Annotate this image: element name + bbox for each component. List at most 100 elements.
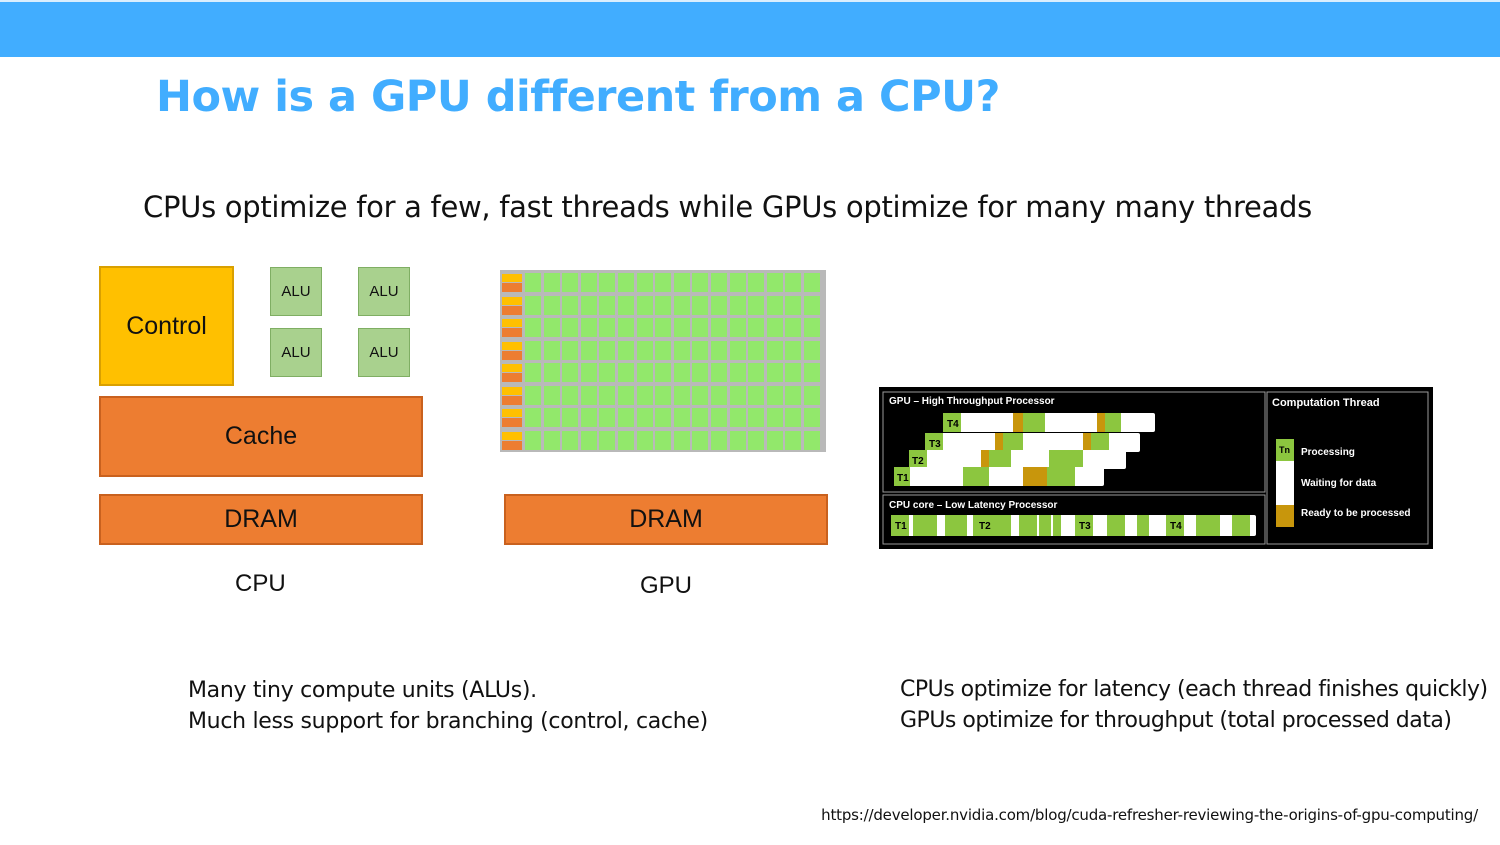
gpu-core-cell [748,318,765,337]
gpu-core-cell [766,273,783,292]
gpu-notes: Many tiny compute units (ALUs). Much les… [188,675,708,737]
cpu-thread-row: T1 T2 T3 T4 [891,515,1256,536]
gpu-core-cell [748,340,765,360]
gpu-core-cell [580,340,597,360]
gpu-core-cell [729,340,746,360]
gpu-core-grid [500,270,826,452]
gpu-core-cell [580,363,597,382]
gpu-core-cell [562,408,579,427]
gpu-core-cell [655,273,672,292]
gpu-core-cell [673,340,690,360]
gpu-core-cell [785,295,802,315]
gpu-core-cell [543,363,560,382]
gpu-core-cell [804,363,820,382]
gpu-core-cell [618,318,634,337]
gpu-core-cell [729,273,746,292]
gpu-thread-tag: T4 [947,419,959,430]
gpu-core-cell [804,273,820,292]
cpu-dram-block: DRAM [99,494,423,545]
gpu-core-cell [748,273,765,292]
gpu-core-cell [636,430,653,450]
gpu-core-cell [618,295,634,315]
gpu-core-cell [599,295,616,315]
thread-timing-svg: GPU – High Throughput Processor CPU core… [882,391,1429,545]
gpu-core-cell [636,340,653,360]
gpu-core-cell [785,318,802,337]
gpu-core-cell [525,340,541,360]
gpu-core-cell [599,273,616,292]
latency-note-line: CPUs optimize for latency (each thread f… [900,677,1488,702]
gpu-core-cell [580,385,597,405]
gpu-note-line: Many tiny compute units (ALUs). [188,678,537,703]
alu-label: ALU [281,283,311,300]
gpu-core-cell [692,385,709,405]
gpu-core-cell [748,408,765,427]
cpu-thread-tag: T4 [1170,521,1182,532]
gpu-core-cell [673,318,690,337]
gpu-core-cell [711,318,727,337]
alu-block: ALU [270,267,322,316]
gpu-core-cell [525,430,541,450]
gpu-core-cell [543,340,560,360]
gpu-core-cell [655,340,672,360]
legend: Tn Processing Waiting for data Ready to … [1276,439,1410,527]
alu-block: ALU [358,267,410,316]
gpu-core-cell [636,273,653,292]
gpu-core-cell [766,385,783,405]
gpu-core-cell [618,385,634,405]
gpu-core-cell [804,295,820,315]
gpu-core-cell [525,295,541,315]
gpu-core-cell [785,273,802,292]
gpu-core-cell [729,318,746,337]
latency-notes: CPUs optimize for latency (each thread f… [900,674,1488,736]
gpu-core-cell [525,385,541,405]
gpu-core-cell [562,385,579,405]
gpu-core-cell [804,340,820,360]
gpu-core-cell [655,408,672,427]
gpu-core-cell [729,430,746,450]
gpu-core-cell [562,363,579,382]
gpu-control-cell [502,364,522,372]
gpu-core-cell [748,385,765,405]
gpu-core-cell [766,430,783,450]
gpu-core-cell [618,273,634,292]
gpu-control-cell [502,341,522,350]
gpu-core-cell [804,385,820,405]
gpu-control-cell [502,319,522,327]
latency-note-line: GPUs optimize for throughput (total proc… [900,708,1452,733]
cpu-caption: CPU [235,570,286,597]
source-url: https://developer.nvidia.com/blog/cuda-r… [821,806,1478,824]
gpu-core-cell [692,430,709,450]
gpu-core-cell [711,363,727,382]
slide-subtitle: CPUs optimize for a few, fast threads wh… [143,190,1312,224]
gpu-core-cell [729,408,746,427]
gpu-core-cell [543,295,560,315]
gpu-thread-rows: T4 T3 T2 T1 [894,413,1155,486]
gpu-core-cell [543,273,560,292]
gpu-control-cell [502,386,522,395]
gpu-cache-cell [502,440,522,450]
gpu-core-cell [543,318,560,337]
gpu-core-cell [599,318,616,337]
gpu-core-cell [580,318,597,337]
gpu-core-cell [562,340,579,360]
gpu-core-cell [711,385,727,405]
gpu-core-cell [785,385,802,405]
gpu-core-cell [562,273,579,292]
alu-label: ALU [369,344,399,361]
legend-ready: Ready to be processed [1301,508,1410,519]
gpu-section-title: GPU – High Throughput Processor [889,396,1055,407]
gpu-core-cell [562,430,579,450]
gpu-core-cell [618,340,634,360]
cpu-thread-tag: T3 [1079,521,1091,532]
gpu-core-cell [711,340,727,360]
gpu-core-cell [636,408,653,427]
alu-label: ALU [281,344,311,361]
gpu-control-cell [502,274,522,282]
gpu-cache-cell [502,350,522,360]
gpu-cache-cell [502,373,522,382]
gpu-core-cell [711,430,727,450]
gpu-core-cell [543,385,560,405]
gpu-core-cell [655,385,672,405]
gpu-core-cell [525,273,541,292]
